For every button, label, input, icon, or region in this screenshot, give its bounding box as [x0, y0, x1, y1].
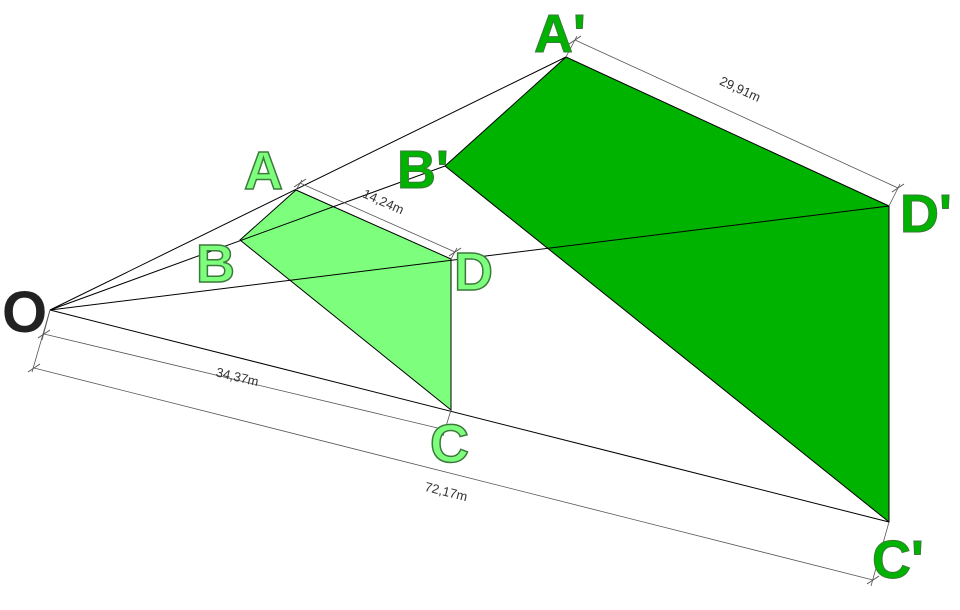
ray-o-b-prime — [49, 165, 446, 311]
dimension-oc-label: 34,37m — [215, 364, 261, 389]
ray-o-d-prime — [49, 205, 890, 311]
label-d: D — [454, 242, 493, 302]
label-b-prime: B' — [397, 140, 449, 200]
label-d-prime: D' — [900, 184, 952, 244]
dimension-oc-prime: 72,17m — [27, 309, 890, 587]
ray-o-c-prime — [49, 309, 890, 523]
small-quadrilateral — [239, 189, 452, 412]
dimension-a-prime-d-prime-label: 29,91m — [717, 73, 763, 105]
large-quadrilateral — [444, 56, 890, 524]
label-a-prime: A' — [534, 4, 586, 64]
label-b: B — [196, 234, 235, 294]
label-origin: O — [2, 280, 47, 345]
label-c-prime: C' — [872, 530, 924, 590]
dimension-oc-prime-label: 72,17m — [423, 479, 469, 504]
label-c: C — [430, 414, 469, 474]
label-a: A — [244, 141, 283, 201]
ray-o-a-prime — [49, 56, 567, 311]
